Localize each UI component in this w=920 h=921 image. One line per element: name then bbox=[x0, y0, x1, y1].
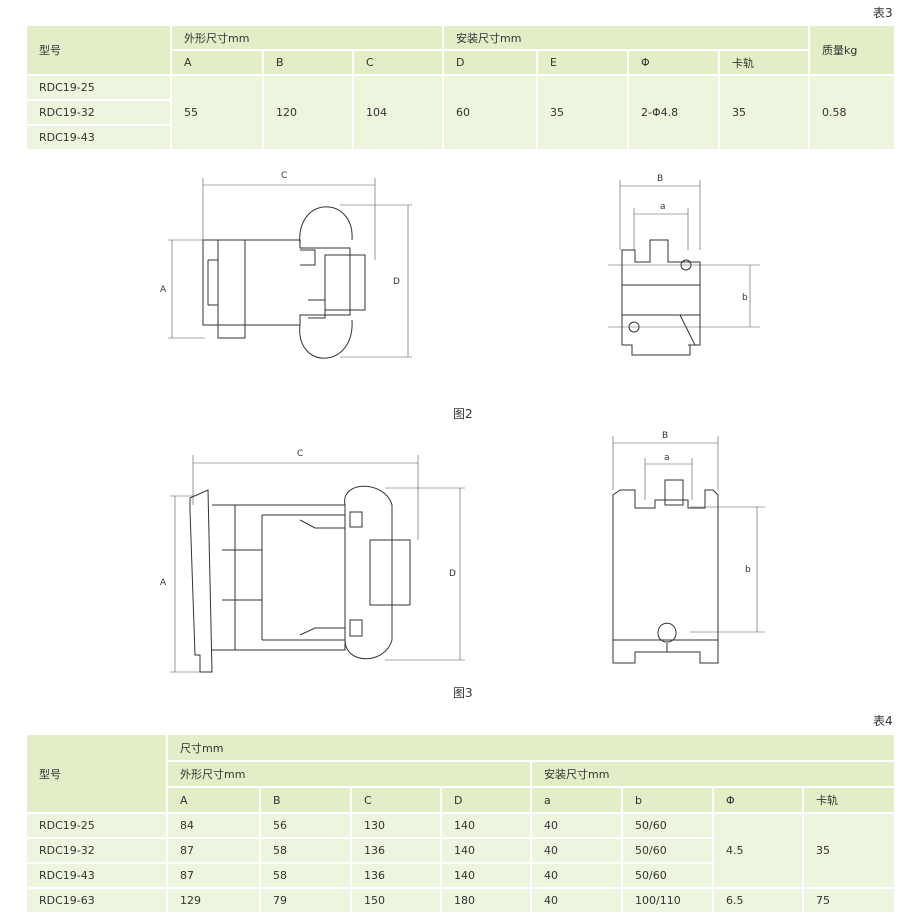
cell-A: 87 bbox=[166, 862, 261, 889]
cell-a: 40 bbox=[530, 887, 623, 914]
header-model: 型号 bbox=[25, 733, 168, 814]
header-model: 型号 bbox=[25, 24, 172, 76]
cell-rail-group: 35 bbox=[801, 812, 897, 889]
value-phi: 2-Φ4.8 bbox=[627, 74, 721, 151]
header-outer-size: 外形尺寸mm bbox=[169, 24, 445, 51]
cell-C: 136 bbox=[350, 862, 442, 889]
dim-b-label: b bbox=[742, 293, 748, 303]
cell-a: 40 bbox=[530, 837, 623, 864]
cell-C: 150 bbox=[350, 887, 442, 914]
col-a: a bbox=[530, 786, 623, 814]
table-row: RDC19-32 87 58 136 140 40 50/60 bbox=[25, 837, 895, 864]
header-weight: 质量kg bbox=[808, 24, 897, 76]
col-phi: Φ bbox=[712, 786, 804, 814]
model-cell: RDC19-25 bbox=[25, 812, 168, 839]
cell-a: 40 bbox=[530, 812, 623, 839]
dim-D-label: D bbox=[449, 569, 456, 579]
value-E: 35 bbox=[536, 74, 630, 151]
header-mount-size: 安装尺寸mm bbox=[529, 760, 897, 788]
table-row: RDC19-25 84 56 130 140 40 50/60 4.5 35 bbox=[25, 812, 897, 889]
cell-B: 58 bbox=[259, 837, 352, 864]
cell-D: 180 bbox=[440, 887, 532, 914]
dim-b-label: b bbox=[745, 565, 751, 575]
model-cell: RDC19-43 bbox=[25, 124, 172, 151]
table4-label: 表4 bbox=[873, 714, 893, 728]
cell-C: 136 bbox=[350, 837, 442, 864]
cell-D: 140 bbox=[440, 812, 532, 839]
col-rail: 卡轨 bbox=[718, 49, 811, 76]
cell-C: 130 bbox=[350, 812, 442, 839]
dim-B-label: B bbox=[657, 174, 663, 184]
table3-label: 表3 bbox=[873, 6, 893, 20]
table3: 型号 外形尺寸mm 安装尺寸mm 质量kg A B C D E Φ 卡轨 RDC… bbox=[25, 24, 897, 151]
col-D: D bbox=[442, 49, 539, 76]
dim-D-label: D bbox=[393, 277, 400, 287]
value-rail: 35 bbox=[718, 74, 811, 151]
value-B: 120 bbox=[262, 74, 354, 151]
col-b: b bbox=[621, 786, 714, 814]
dim-B-label: B bbox=[662, 431, 668, 441]
cell-b: 50/60 bbox=[621, 862, 714, 889]
dim-A-label: A bbox=[160, 285, 167, 295]
cell-phi: 6.5 bbox=[712, 887, 804, 914]
col-A: A bbox=[166, 786, 261, 814]
col-A: A bbox=[170, 49, 264, 76]
header-outer-size: 外形尺寸mm bbox=[166, 760, 532, 788]
dim-C-label: C bbox=[297, 449, 303, 459]
cell-a: 40 bbox=[530, 862, 623, 889]
model-cell: RDC19-25 bbox=[25, 74, 172, 101]
cell-phi-group: 4.5 bbox=[712, 812, 804, 889]
value-D: 60 bbox=[442, 74, 539, 151]
col-phi: Φ bbox=[627, 49, 721, 76]
value-C: 104 bbox=[351, 74, 445, 151]
cell-B: 58 bbox=[259, 862, 352, 889]
cell-B: 79 bbox=[259, 887, 352, 914]
figure2-front-view bbox=[608, 180, 760, 356]
cell-A: 87 bbox=[166, 837, 261, 864]
cell-b: 50/60 bbox=[621, 812, 714, 839]
cell-A: 129 bbox=[166, 887, 261, 914]
cell-B: 56 bbox=[259, 812, 352, 839]
table-row: RDC19-43 87 58 136 140 40 50/60 bbox=[25, 862, 895, 889]
dim-a-label: a bbox=[660, 202, 666, 212]
col-rail: 卡轨 bbox=[801, 786, 897, 814]
header-mount-size: 安装尺寸mm bbox=[442, 24, 811, 51]
figure2-side-view bbox=[168, 178, 412, 359]
cell-A: 84 bbox=[166, 812, 261, 839]
col-B: B bbox=[259, 786, 352, 814]
model-cell: RDC19-32 bbox=[25, 99, 172, 126]
table4: 型号 尺寸mm 外形尺寸mm 安装尺寸mm A B C D a b Φ 卡轨 R… bbox=[25, 733, 897, 914]
cell-b: 50/60 bbox=[621, 837, 714, 864]
figure2-caption: 图2 bbox=[453, 407, 473, 421]
col-E: E bbox=[536, 49, 630, 76]
cell-D: 140 bbox=[440, 837, 532, 864]
model-cell: RDC19-43 bbox=[25, 862, 168, 889]
figure3-front-view bbox=[612, 436, 765, 664]
col-C: C bbox=[350, 786, 442, 814]
dim-a-label: a bbox=[664, 453, 670, 463]
table-row: RDC19-63 129 79 150 180 40 100/110 6.5 7… bbox=[25, 887, 897, 914]
col-B: B bbox=[262, 49, 354, 76]
figure3-side-view bbox=[170, 455, 465, 673]
header-size: 尺寸mm bbox=[165, 733, 897, 762]
dim-C-label: C bbox=[281, 171, 287, 181]
model-cell: RDC19-32 bbox=[25, 837, 168, 864]
figure2-drawing: C A D B a b C A D bbox=[160, 171, 765, 673]
value-A: 55 bbox=[170, 74, 264, 151]
value-weight: 0.58 bbox=[808, 74, 897, 151]
cell-b: 100/110 bbox=[621, 887, 714, 914]
model-cell: RDC19-63 bbox=[25, 887, 168, 914]
cell-rail: 75 bbox=[801, 887, 897, 914]
col-D: D bbox=[440, 786, 532, 814]
dim-A-label: A bbox=[160, 578, 167, 588]
figure3-caption: 图3 bbox=[453, 686, 473, 700]
cell-D: 140 bbox=[440, 862, 532, 889]
col-C: C bbox=[351, 49, 445, 76]
